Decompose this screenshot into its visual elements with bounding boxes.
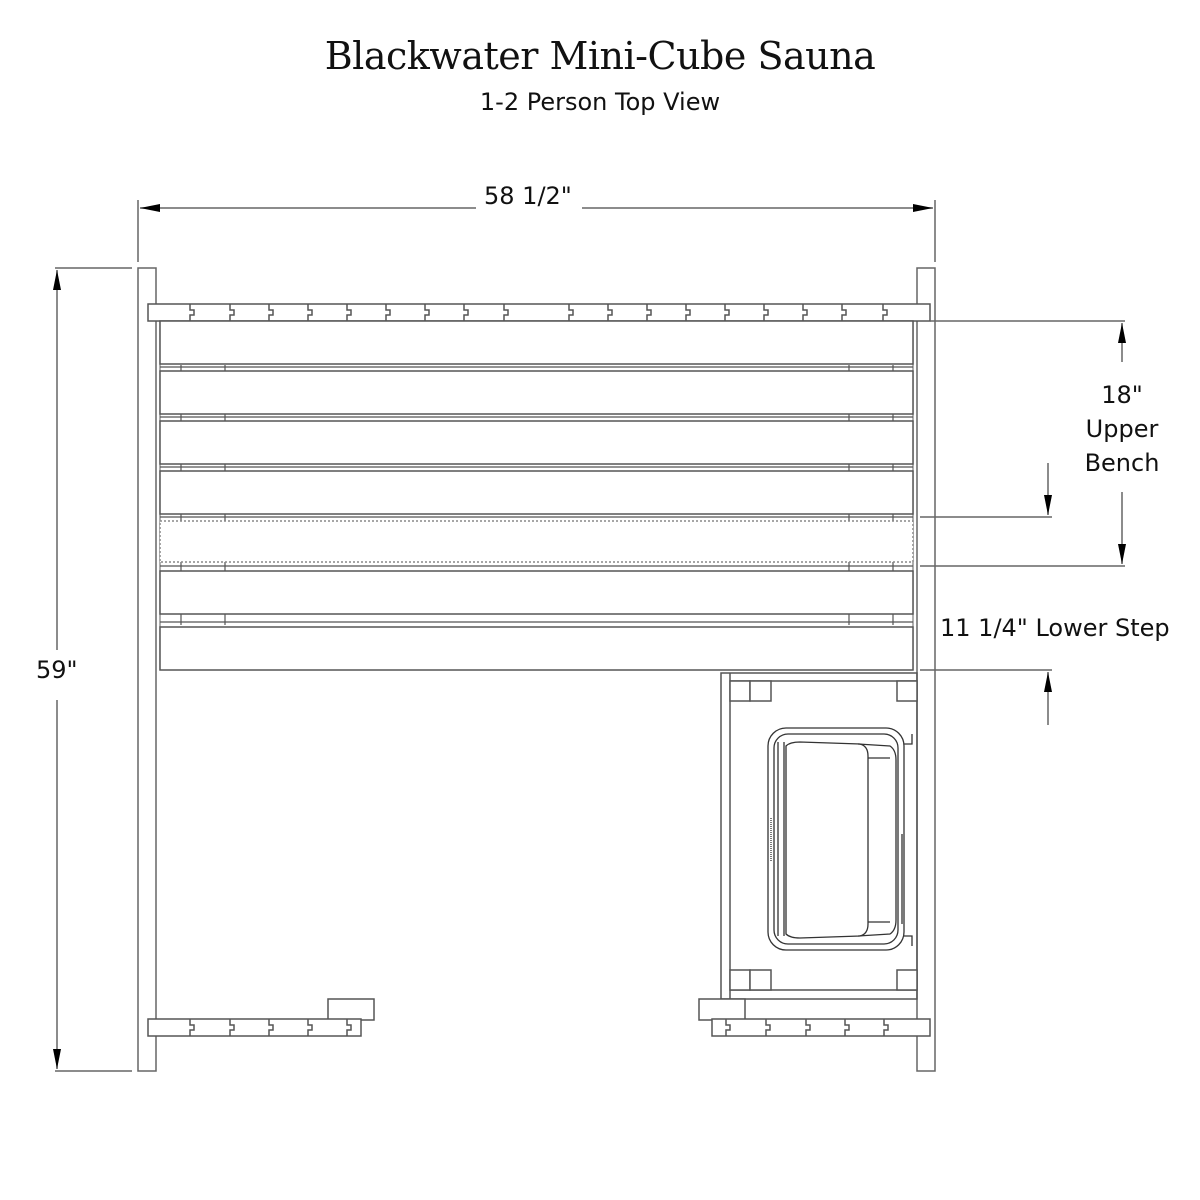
depth-dimension-label: 59" <box>36 656 78 684</box>
bench-slat <box>159 420 914 465</box>
bench-slat <box>159 320 914 365</box>
bench-slat <box>159 470 914 515</box>
upper-bench-value: 18" <box>1101 381 1143 409</box>
front-wall-boards-right <box>698 998 931 1037</box>
left-wall <box>137 267 157 1072</box>
upper-bench-label-line2: Bench <box>1084 449 1160 477</box>
width-dimension-label: 58 1/2" <box>478 184 578 208</box>
diagram-title: Blackwater Mini-Cube Sauna <box>324 34 876 78</box>
bench-slat <box>159 570 914 615</box>
depth-dimension <box>53 267 132 1072</box>
upper-bench <box>159 320 914 615</box>
upper-bench-label-line1: Upper <box>1085 415 1159 443</box>
width-dimension <box>137 200 936 262</box>
diagram-subtitle: 1-2 Person Top View <box>479 88 721 116</box>
back-wall-boards <box>147 303 931 322</box>
front-wall-boards-left <box>147 998 375 1037</box>
heater <box>767 727 913 951</box>
lower-step-dimension <box>920 463 1052 725</box>
upper-bench-dimension-label: 18" Upper Bench <box>1070 378 1174 480</box>
lower-step-dimension-label: 11 1/4" Lower Step <box>940 614 1170 642</box>
upper-bench-dimension <box>920 320 1126 567</box>
lower-step <box>159 626 914 671</box>
bench-slat <box>159 520 914 563</box>
bench-slat <box>159 370 914 415</box>
heater-guard <box>720 672 918 1000</box>
